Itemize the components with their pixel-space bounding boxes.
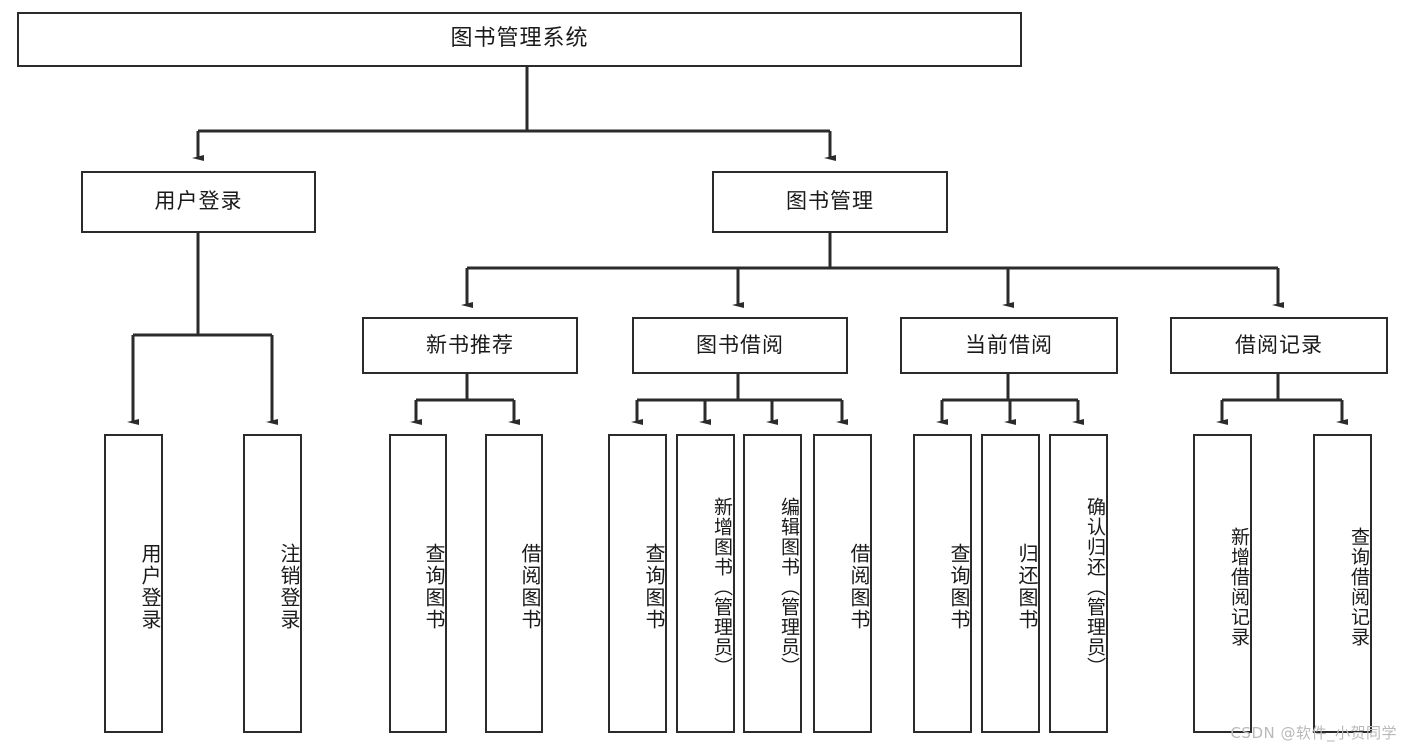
leaf-query-book-current[interactable]: 查询图书: [913, 434, 972, 733]
leaf-borrow-book-borrow[interactable]: 借阅图书: [813, 434, 872, 733]
node-book-borrow[interactable]: 图书借阅: [632, 317, 848, 374]
leaf-add-borrow-record[interactable]: 新增借阅记录: [1193, 434, 1252, 733]
leaf-logout-login[interactable]: 注销登录: [243, 434, 302, 733]
node-new-book-recommend[interactable]: 新书推荐: [362, 317, 578, 374]
leaf-query-book-borrow[interactable]: 查询图书: [608, 434, 667, 733]
node-borrow-record[interactable]: 借阅记录: [1170, 317, 1388, 374]
node-current-borrow[interactable]: 当前借阅: [900, 317, 1118, 374]
leaf-query-borrow-record[interactable]: 查询借阅记录: [1313, 434, 1372, 733]
leaf-confirm-return-admin[interactable]: 确认归还（管理员）: [1049, 434, 1108, 733]
leaf-borrow-book-recommend[interactable]: 借阅图书: [485, 434, 543, 733]
leaf-add-book-admin[interactable]: 新增图书（管理员）: [676, 434, 735, 733]
node-user-login[interactable]: 用户登录: [81, 171, 316, 233]
leaf-query-book-recommend[interactable]: 查询图书: [389, 434, 447, 733]
leaf-return-book[interactable]: 归还图书: [981, 434, 1040, 733]
node-system-title[interactable]: 图书管理系统: [17, 12, 1022, 67]
leaf-user-login[interactable]: 用户登录: [104, 434, 163, 733]
leaf-edit-book-admin[interactable]: 编辑图书（管理员）: [743, 434, 802, 733]
node-book-manage[interactable]: 图书管理: [712, 171, 948, 233]
